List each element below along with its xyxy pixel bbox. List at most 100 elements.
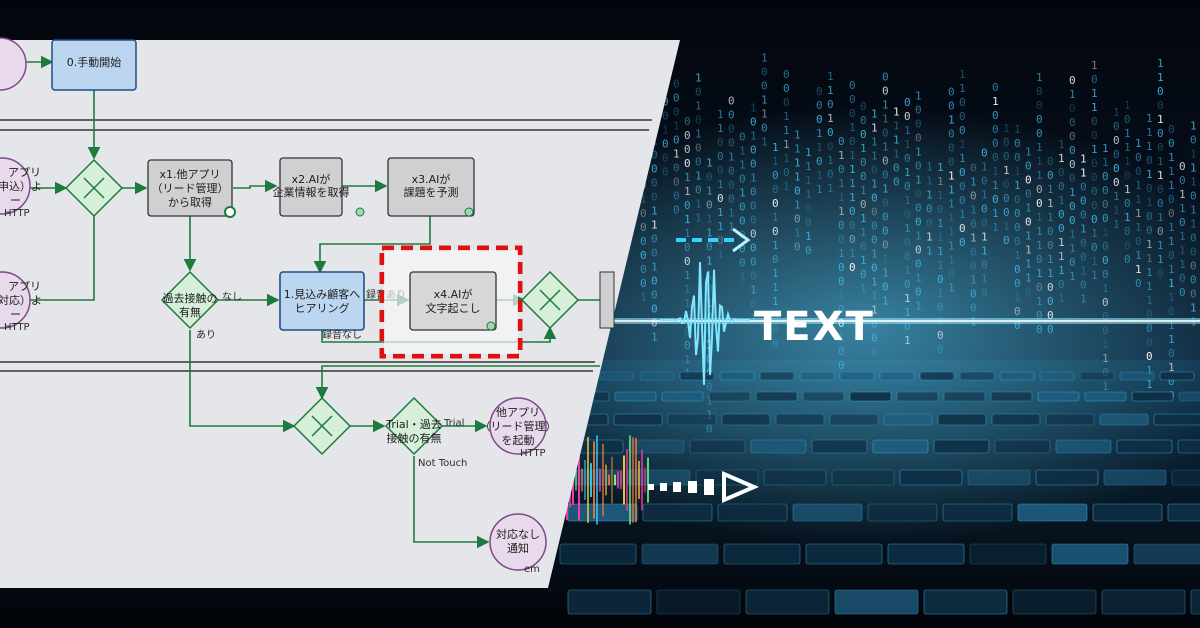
svg-text:0: 0 [1157,225,1164,238]
svg-text:0: 0 [893,175,900,188]
svg-text:1: 1 [1091,255,1098,268]
svg-text:1: 1 [937,189,944,202]
gateway-merge-1[interactable] [64,158,124,218]
svg-text:1: 1 [816,183,823,196]
svg-text:0: 0 [1168,375,1175,388]
svg-text:0: 0 [959,110,966,123]
task-hearing[interactable]: 1.見込み顧客へ ヒアリング [279,271,365,331]
svg-text:0: 0 [904,208,911,221]
svg-text:0: 0 [651,233,658,246]
svg-text:1: 1 [882,141,889,154]
svg-text:0: 0 [871,205,878,218]
svg-text:1: 1 [684,171,691,184]
left-event-2[interactable]: アプリ 対応）よ ー HTTP [0,271,42,333]
svg-text:0: 0 [651,177,658,190]
svg-text:0: 0 [1014,137,1021,150]
svg-text:0: 0 [904,110,911,123]
svg-text:0: 0 [970,190,977,203]
task-manual-start[interactable]: 0.手動開始 [51,39,137,91]
start-event[interactable] [0,37,27,91]
svg-text:0: 0 [827,140,834,153]
svg-text:0: 0 [1014,263,1021,276]
gateway-merge-3[interactable] [292,396,352,456]
svg-text:1: 1 [772,295,779,308]
gateway-trial[interactable]: Trial・過去 接触の有無 [384,396,444,456]
event-notify-line1: 対応なし [496,527,540,541]
svg-text:1: 1 [750,129,757,142]
svg-text:1: 1 [783,138,790,151]
gateway-merge-2[interactable] [520,270,580,330]
gateway-past-contact[interactable]: 過去接触の 有無 [160,270,220,330]
svg-text:1: 1 [1069,88,1076,101]
svg-text:0: 0 [1069,200,1076,213]
svg-text:0: 0 [860,240,867,253]
svg-text:0: 0 [849,107,856,120]
svg-text:1: 1 [1047,183,1054,196]
svg-text:0: 0 [673,78,680,91]
svg-text:1: 1 [904,166,911,179]
svg-text:0: 0 [860,268,867,281]
left-event-1-line1: アプリ [8,166,41,179]
svg-text:0: 0 [948,142,955,155]
svg-text:0: 0 [871,345,878,358]
task-x2-line1: x2.AIが [292,172,331,186]
svg-text:1: 1 [981,161,988,174]
svg-text:1: 1 [981,189,988,202]
svg-text:1: 1 [1157,239,1164,252]
svg-text:1: 1 [1014,249,1021,262]
svg-text:0: 0 [915,286,922,299]
svg-text:0: 0 [1036,127,1043,140]
svg-text:0: 0 [1179,174,1186,187]
svg-text:1: 1 [1014,291,1021,304]
svg-text:1: 1 [728,206,735,219]
task-cropped[interactable] [599,271,615,329]
task-x4-transcribe[interactable]: x4.AIが 文字起こし [409,271,497,331]
gateway-past-contact-line2: 有無 [179,305,201,319]
svg-text:1: 1 [695,127,702,140]
svg-text:0: 0 [1003,136,1010,149]
left-event-1[interactable]: アプリ 申込）よ ー HTTP [0,157,42,219]
svg-text:0: 0 [706,170,713,183]
svg-text:0: 0 [772,323,779,336]
svg-text:0: 0 [871,219,878,232]
svg-text:1: 1 [1025,229,1032,242]
svg-text:1: 1 [860,226,867,239]
svg-text:0: 0 [695,183,702,196]
svg-text:0: 0 [1036,183,1043,196]
task-manual-start-label: 0.手動開始 [67,55,122,69]
task-x1-fetch[interactable]: x1.他アプリ （リード管理） から取得 [147,159,236,218]
event-notify[interactable]: 対応なし 通知 em [489,513,547,575]
task-x2-company-info[interactable]: x2.AIが 企業情報を取得 [273,157,365,217]
svg-text:0: 0 [1091,171,1098,184]
svg-text:1: 1 [706,408,713,421]
event-launch-app[interactable]: 他アプリ （リード管理） を起動 HTTP [480,397,557,459]
svg-text:0: 0 [1014,319,1021,332]
task-x3-predict[interactable]: x3.AIが 課題を予測 [387,157,475,217]
svg-text:1: 1 [739,159,746,172]
svg-text:0: 0 [651,247,658,260]
svg-text:0: 0 [1102,366,1109,379]
svg-text:0: 0 [1157,99,1164,112]
gateway-past-contact-line1: 過去接触の [163,291,218,305]
svg-text:0: 0 [1069,158,1076,171]
svg-text:0: 0 [893,161,900,174]
svg-text:1: 1 [816,127,823,140]
svg-text:0: 0 [684,199,691,212]
svg-text:1: 1 [871,107,878,120]
svg-text:0: 0 [992,81,999,94]
svg-text:0: 0 [1014,151,1021,164]
svg-text:1: 1 [1069,186,1076,199]
svg-text:1: 1 [794,171,801,184]
svg-text:0: 0 [1190,190,1197,203]
svg-text:1: 1 [651,331,658,344]
svg-text:1: 1 [805,188,812,201]
svg-text:0: 0 [772,337,779,350]
svg-text:0: 0 [992,137,999,150]
svg-text:1: 1 [805,160,812,173]
svg-text:0: 0 [1135,277,1142,290]
svg-text:1: 1 [981,245,988,258]
svg-text:1: 1 [673,120,680,133]
svg-text:1: 1 [1135,249,1142,262]
svg-text:1: 1 [882,113,889,126]
